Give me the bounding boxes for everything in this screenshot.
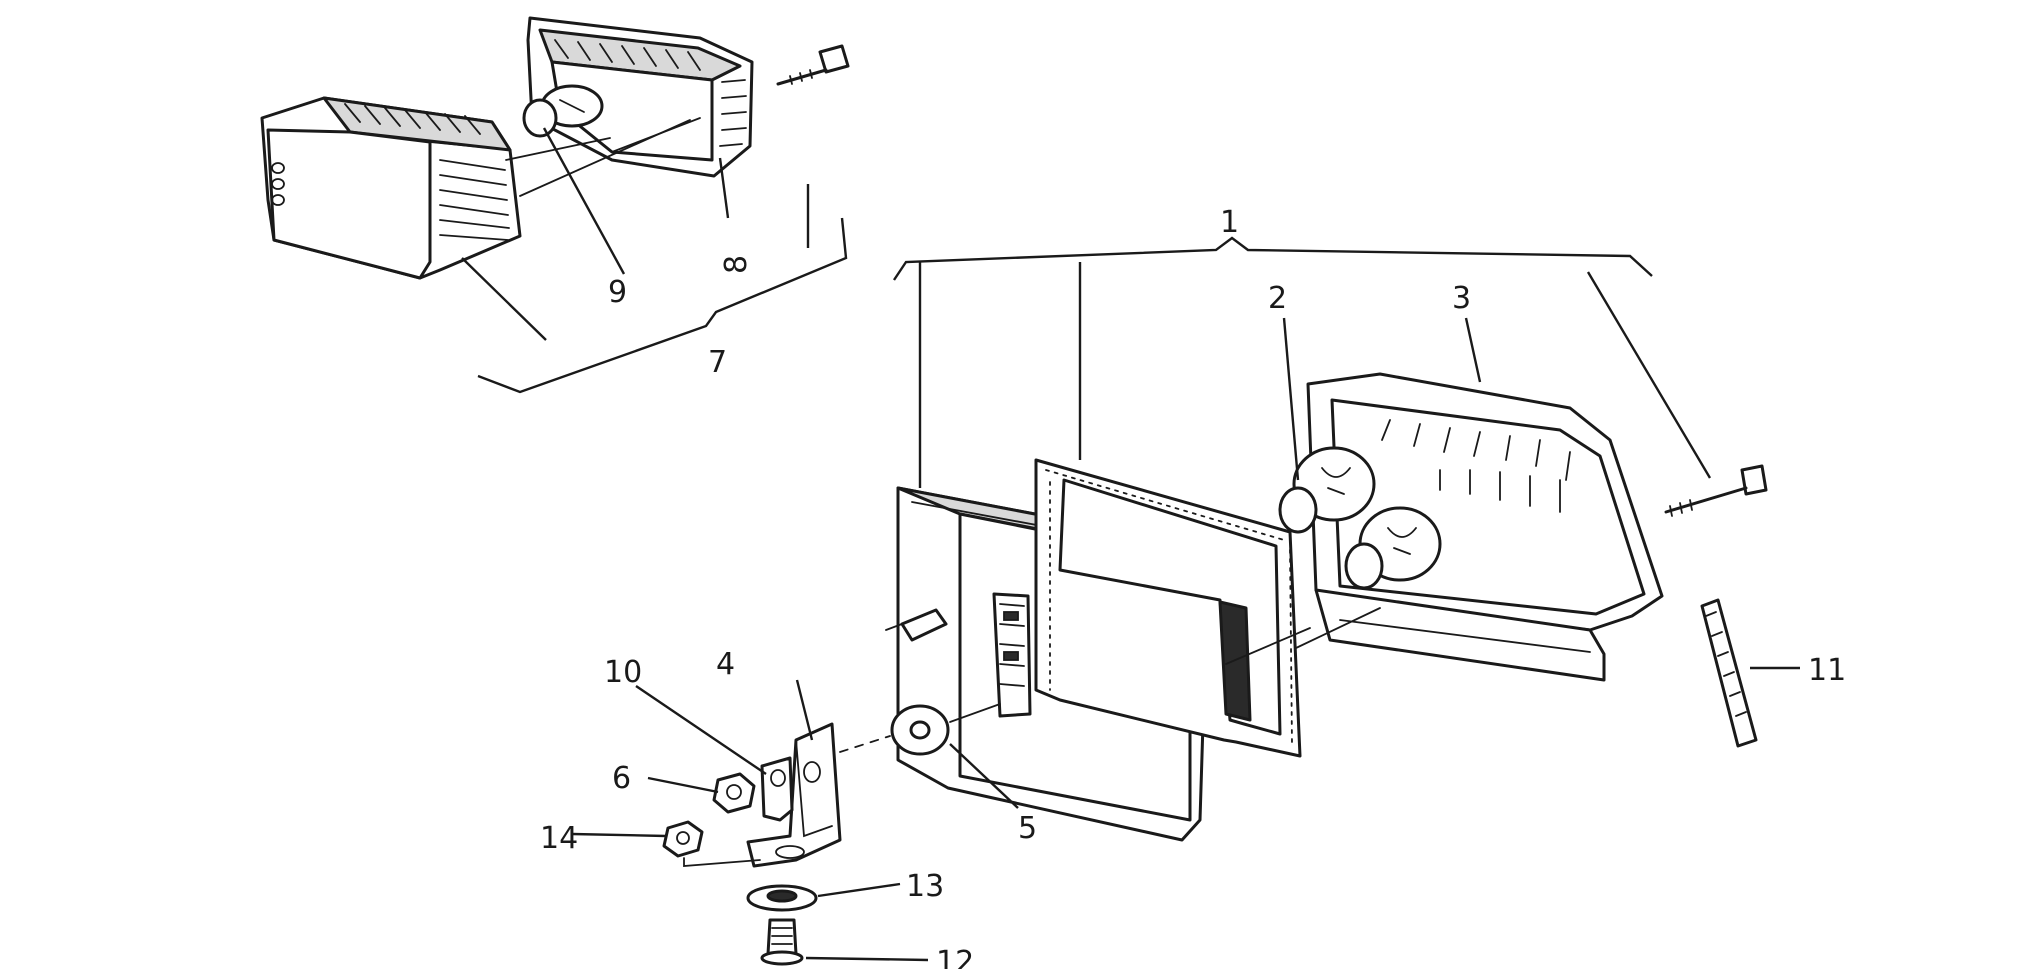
screw-part-12 (760, 918, 804, 966)
washer-part-13 (746, 884, 818, 912)
callout-11: 11 (1808, 653, 1846, 688)
small-lamp-screw (776, 44, 850, 86)
side-reflector-strip (1700, 598, 1758, 748)
callout-12: 12 (936, 945, 974, 969)
assembly-bracket-7 (461, 184, 848, 394)
callout-14: 14 (540, 821, 578, 856)
main-lamp-housing (1306, 372, 1664, 682)
main-lamp-bulb-lower (1344, 506, 1442, 590)
callout-4: 4 (716, 647, 735, 682)
callout-6: 6 (612, 761, 631, 796)
callout-labels: 1 2 3 4 5 6 7 8 9 10 11 12 13 14 (540, 205, 1846, 969)
small-lamp-bulb (522, 84, 604, 138)
nut-part-6 (712, 772, 756, 814)
callout-9: 9 (608, 275, 627, 310)
small-lamp-lens (260, 96, 522, 280)
callout-7: 7 (708, 345, 727, 380)
main-lamp-bulb-upper (1278, 446, 1376, 534)
callout-3: 3 (1452, 281, 1471, 316)
main-lamp-gasket (1034, 458, 1302, 758)
callout-10: 10 (604, 655, 642, 690)
callout-2: 2 (1268, 281, 1287, 316)
callout-leaders (542, 127, 1800, 962)
mounting-hardware (662, 703, 1001, 966)
rear-lamp-assembly-small (260, 16, 850, 280)
callout-5: 5 (1018, 811, 1037, 846)
assembly-bracket-1 (893, 236, 1712, 488)
callout-13: 13 (906, 869, 944, 904)
mounting-bracket (746, 722, 842, 868)
washer-part-5 (890, 704, 950, 756)
nut-part-14 (662, 820, 704, 858)
rear-lamp-assembly-main (885, 372, 1768, 842)
callout-8: 8 (719, 255, 754, 274)
main-lamp-long-screw (1664, 464, 1768, 517)
callout-1: 1 (1220, 205, 1239, 240)
clip-part-10 (760, 756, 794, 822)
